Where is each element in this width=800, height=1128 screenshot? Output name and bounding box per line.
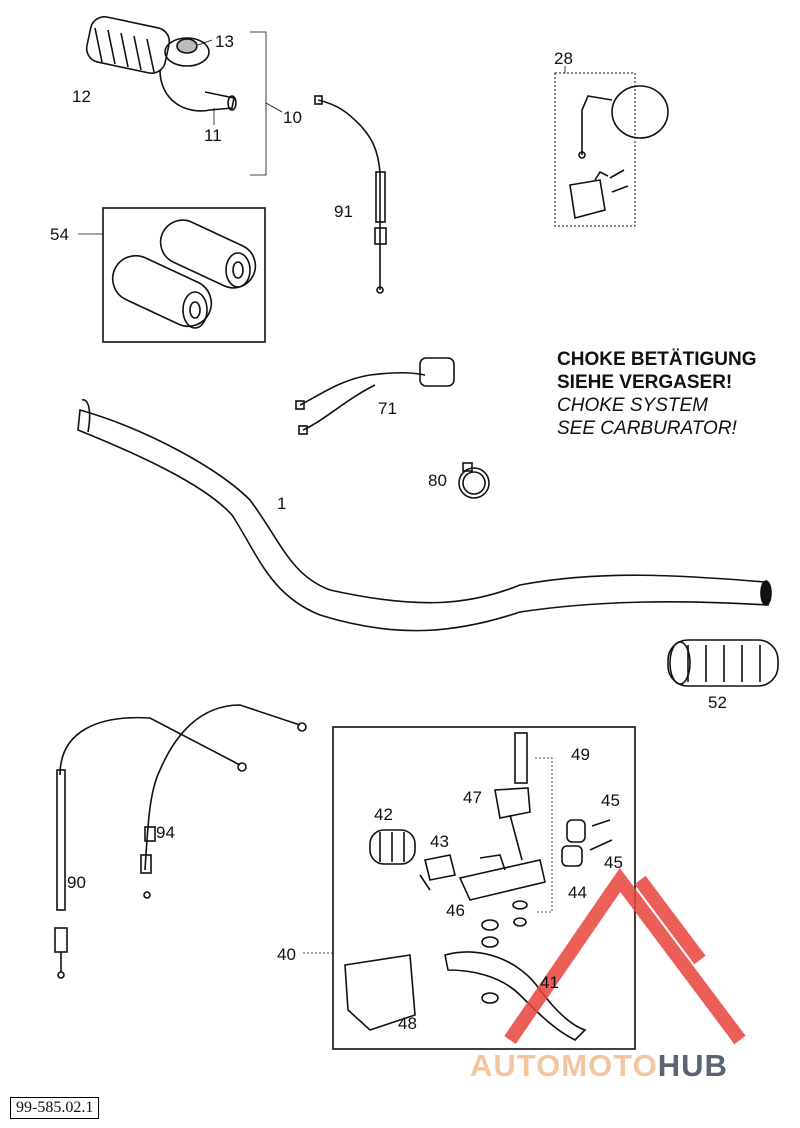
- part-label-handlebar-1: 1: [277, 494, 286, 513]
- part-label-part-48: 48: [398, 1014, 417, 1033]
- part-label-cable-91: 91: [334, 202, 353, 221]
- part-label-part-44: 44: [568, 883, 587, 902]
- lever-assembly: [344, 732, 613, 1041]
- mirror: [569, 85, 669, 220]
- handlebar-end: [760, 580, 772, 606]
- grip-set-box: [102, 207, 266, 343]
- part-label-part-41: 41: [540, 973, 559, 992]
- part-label-bracket-10: 10: [283, 108, 302, 127]
- lever-assembly-box: [332, 726, 636, 1050]
- part-label-part-43: 43: [430, 832, 449, 851]
- cable-91: [314, 95, 387, 294]
- grip-52: [667, 639, 779, 687]
- part-label-part-47: 47: [463, 788, 482, 807]
- watermark-logo: [504, 868, 746, 1045]
- watermark-text-1: AUTOMOTO: [470, 1048, 658, 1083]
- part-label-part-49: 49: [571, 745, 590, 764]
- handlebar: [77, 408, 769, 632]
- note-line-2: SIEHE VERGASER!: [557, 372, 733, 393]
- part-label-mirror-28: 28: [554, 49, 573, 68]
- part-label-cable-94: 94: [156, 823, 175, 842]
- throttle-grip-assembly: [85, 15, 237, 112]
- part-label-clamp-80: 80: [428, 471, 447, 490]
- note-line-1: CHOKE BETÄTIGUNG: [557, 349, 757, 370]
- part-label-part-46: 46: [446, 901, 465, 920]
- mirror-box: [554, 72, 636, 227]
- note-line-4: SEE CARBURATOR!: [557, 418, 737, 439]
- watermark-text-2: HUB: [657, 1048, 728, 1083]
- part-label-switch-71: 71: [378, 399, 397, 418]
- cable-90: [54, 716, 247, 979]
- part-label-grip-assembly-left: 12: [72, 87, 91, 106]
- grip-pair: [111, 219, 257, 329]
- part-label-part-45b: 45: [604, 853, 623, 872]
- part-label-part-45a: 45: [601, 791, 620, 810]
- part-label-part-42: 42: [374, 805, 393, 824]
- watermark-text: AUTOMOTOHUB: [470, 1048, 728, 1084]
- clamp-80: [458, 462, 490, 499]
- cable-94: [140, 704, 307, 899]
- choke-note: CHOKE BETÄTIGUNG SIEHE VERGASER! CHOKE S…: [557, 348, 797, 440]
- part-label-cable-90: 90: [67, 873, 86, 892]
- switch-71: [295, 357, 455, 435]
- part-label-grip-part-13: 13: [215, 32, 234, 51]
- document-number: 99-585.02.1: [10, 1097, 100, 1119]
- part-label-grip-52: 52: [708, 693, 727, 712]
- part-label-grip-part-11: 11: [204, 126, 222, 145]
- part-label-grip-set-54: 54: [50, 225, 69, 244]
- part-label-lever-assembly-40: 40: [277, 945, 296, 964]
- note-line-3: CHOKE SYSTEM: [557, 395, 708, 416]
